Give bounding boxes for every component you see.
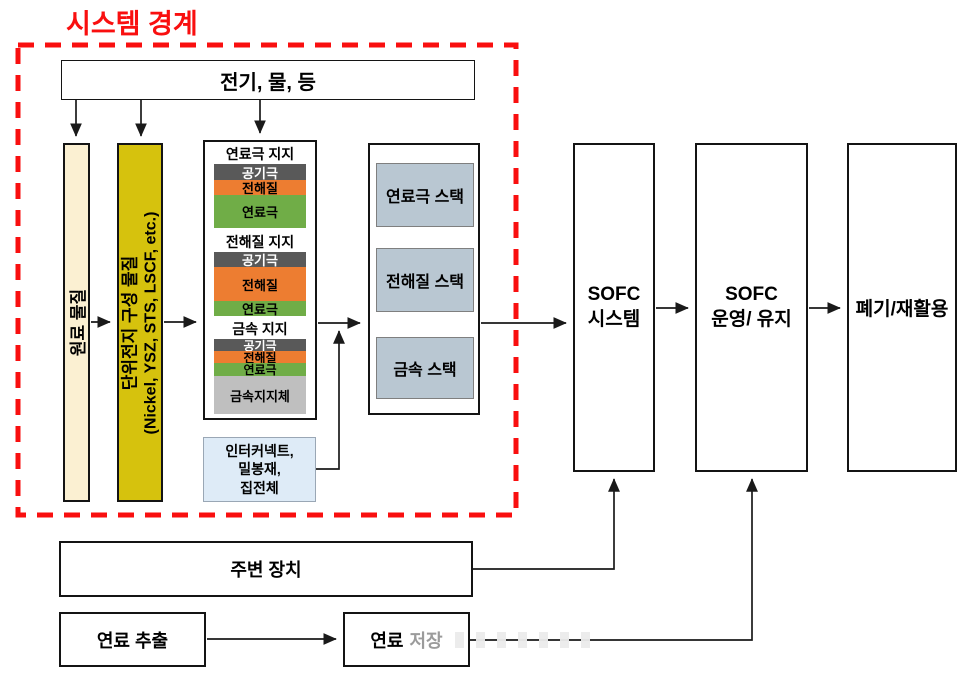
section-title: 전해질 지지 [225, 234, 295, 250]
arrow-interconnect-to-flow [316, 330, 345, 470]
peripheral-devices-label: 주변 장치 [230, 560, 302, 580]
sofc-system-box: SOFC 시스템 [573, 143, 655, 472]
utilities-label: 전기, 물, 등 [220, 71, 316, 94]
interconnect-label: 인터커넥트, 밀봉재, 집전체 [225, 443, 294, 496]
cell-structure-box: 연료극 지지 공기극 전해질 연료극 전해질 지지 공기극 전해질 연료극 금속… [203, 140, 317, 420]
electrolyte-layer: 전해질 [214, 351, 306, 363]
sofc-operation-box: SOFC 운영/ 유지 [695, 143, 808, 472]
section-title: 금속 지지 [232, 321, 288, 337]
air-electrode-layer: 공기극 [214, 252, 306, 267]
metal-supported-section: 금속 지지 공기극 전해질 연료극 금속지지체 [205, 320, 315, 414]
sofc-system-label: SOFC 시스템 [587, 283, 641, 330]
sofc-operation-label: SOFC 운영/ 유지 [711, 283, 792, 330]
fuel-electrode-layer: 연료극 [214, 195, 306, 228]
page-title: 시스템 경계 [66, 9, 198, 39]
anode-supported-section: 연료극 지지 공기극 전해질 연료극 [205, 145, 315, 228]
air-electrode-layer: 공기극 [214, 164, 306, 180]
anode-stack-box: 연료극 스택 [376, 163, 474, 227]
metal-stack-box: 금속 스택 [376, 337, 474, 399]
electrolyte-layer: 전해질 [214, 180, 306, 195]
section-title: 연료극 지지 [225, 146, 295, 162]
interconnect-box: 인터커넥트, 밀봉재, 집전체 [203, 437, 316, 502]
metal-support-layer: 금속지지체 [214, 376, 306, 414]
unit-cell-material-label: 단위전지 구성 물질 (Nickel, YSZ, STS, LSCF, etc.… [120, 211, 159, 434]
arrow-peripheral-to-system [473, 478, 620, 570]
stack-group-box: 연료극 스택 전해질 스택 금속 스택 [368, 143, 480, 415]
disposal-recycle-label: 폐기/재활용 [855, 299, 949, 320]
utilities-box: 전기, 물, 등 [61, 60, 475, 100]
fuel-extraction-label: 연료 추출 [96, 630, 169, 651]
system-boundary-dashed-rect [15, 42, 519, 518]
fuel-extraction-box: 연료 추출 [59, 612, 206, 667]
air-electrode-layer: 공기극 [214, 339, 306, 351]
electrolyte-stack-box: 전해질 스택 [376, 248, 474, 312]
fuel-electrode-layer: 연료극 [214, 363, 306, 376]
raw-material-label: 원료 물질 [69, 288, 89, 357]
arrow-storage-to-operation [470, 478, 758, 641]
electrolyte-layer: 전해질 [214, 267, 306, 301]
watermark-smudge [455, 632, 590, 648]
disposal-recycle-box: 폐기/재활용 [847, 143, 957, 472]
electrolyte-supported-section: 전해질 지지 공기극 전해질 연료극 [205, 233, 315, 316]
unit-cell-material-bar: 단위전지 구성 물질 (Nickel, YSZ, STS, LSCF, etc.… [117, 143, 163, 502]
fuel-electrode-layer: 연료극 [214, 301, 306, 316]
raw-material-bar: 원료 물질 [63, 143, 90, 502]
peripheral-devices-box: 주변 장치 [59, 541, 473, 597]
